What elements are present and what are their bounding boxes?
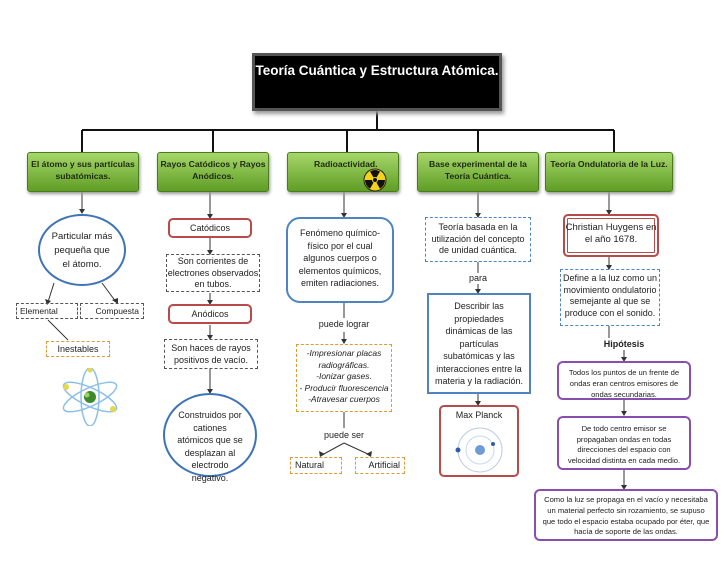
header-atomo: El átomo y sus partículas subatómicas. bbox=[27, 152, 139, 192]
planck-label: Max Planck bbox=[455, 410, 503, 420]
logro-impresionar: -Impresionar placas radiográficas. bbox=[306, 348, 382, 370]
teoria-node: Teoría basada en la utilización del conc… bbox=[425, 217, 531, 262]
radiation-icon bbox=[363, 168, 387, 192]
anodicos-node: Anódicos bbox=[168, 304, 252, 324]
puede-ser-label: puede ser bbox=[323, 430, 365, 440]
header-base-experimental: Base experimental de la Teoría Cuántica. bbox=[417, 152, 539, 192]
hipotesis-label: Hipótesis bbox=[603, 339, 645, 349]
corrientes-node: Son corrientes de electrones observados … bbox=[166, 254, 260, 292]
describir-node: Describir las propiedades dinámicas de l… bbox=[427, 293, 531, 394]
atom-icon bbox=[62, 368, 118, 426]
header-radioactividad-label: Radioactividad. bbox=[314, 159, 378, 169]
header-ondulatoria: Teoría Ondulatoria de la Luz. bbox=[545, 152, 673, 192]
compuesta-node: Compuesta bbox=[80, 303, 144, 319]
logro-producir: - Producir fluorescencia bbox=[299, 382, 389, 393]
artificial-node: Artificial bbox=[355, 457, 405, 474]
header-rayos: Rayos Catódicos y Rayos Anódicos. bbox=[157, 152, 269, 192]
construidos-node: Construidos por cationes atómicos que se… bbox=[163, 393, 257, 483]
para-label: para bbox=[468, 273, 487, 283]
puede-lograr-label: puede lograr bbox=[318, 319, 370, 329]
elemental-node: Elemental bbox=[16, 303, 78, 319]
particular-node: Particular más pequeña que el átomo. bbox=[38, 214, 126, 286]
huygens-node: Christian Huygens en el año 1678. bbox=[563, 214, 659, 257]
haces-node: Son haces de rayos positivos de vacío. bbox=[164, 339, 258, 369]
luz-vacio-node: Como la luz se propaga en el vacío y nec… bbox=[534, 489, 718, 541]
catodicos-node: Catódicos bbox=[168, 218, 252, 238]
logro-atravesar: -Atravesar cuerpos bbox=[308, 394, 380, 404]
logros-node: -Impresionar placas radiográficas. -Ioni… bbox=[296, 344, 392, 412]
logro-ionizar: -Ionizar gases. bbox=[316, 371, 372, 381]
natural-node: Natural bbox=[290, 457, 342, 474]
page-title: Teoría Cuántica y Estructura Atómica. bbox=[252, 53, 502, 111]
atom-orbit-icon bbox=[455, 427, 503, 473]
planck-node: Max Planck bbox=[439, 405, 519, 477]
centro-node: De todo centro emisor se propagaban onda… bbox=[557, 416, 691, 470]
fenomeno-node: Fenómeno químico-físico por el cual algu… bbox=[286, 217, 394, 303]
puntos-node: Todos los puntos de un frente de ondas e… bbox=[557, 361, 691, 400]
define-node: Define a la luz como un movimiento ondul… bbox=[560, 269, 660, 326]
inestables-node: Inestables bbox=[46, 341, 110, 357]
